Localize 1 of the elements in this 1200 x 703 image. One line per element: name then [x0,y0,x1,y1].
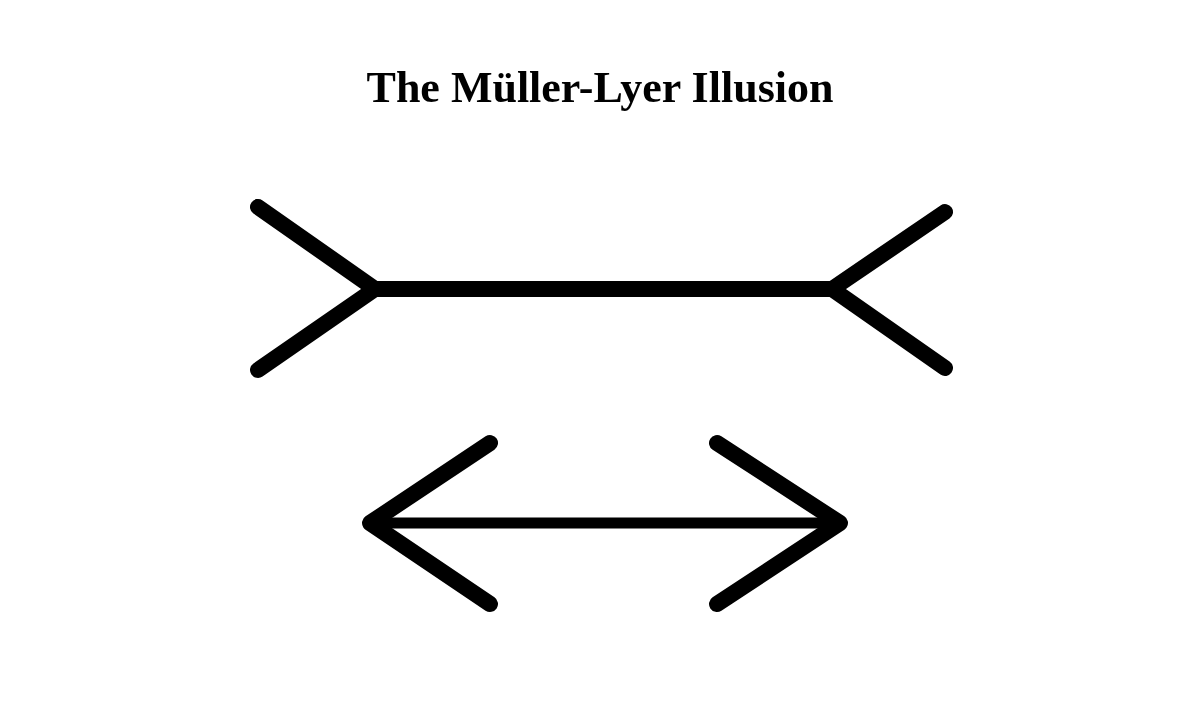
title: The Müller-Lyer Illusion [366,63,834,112]
